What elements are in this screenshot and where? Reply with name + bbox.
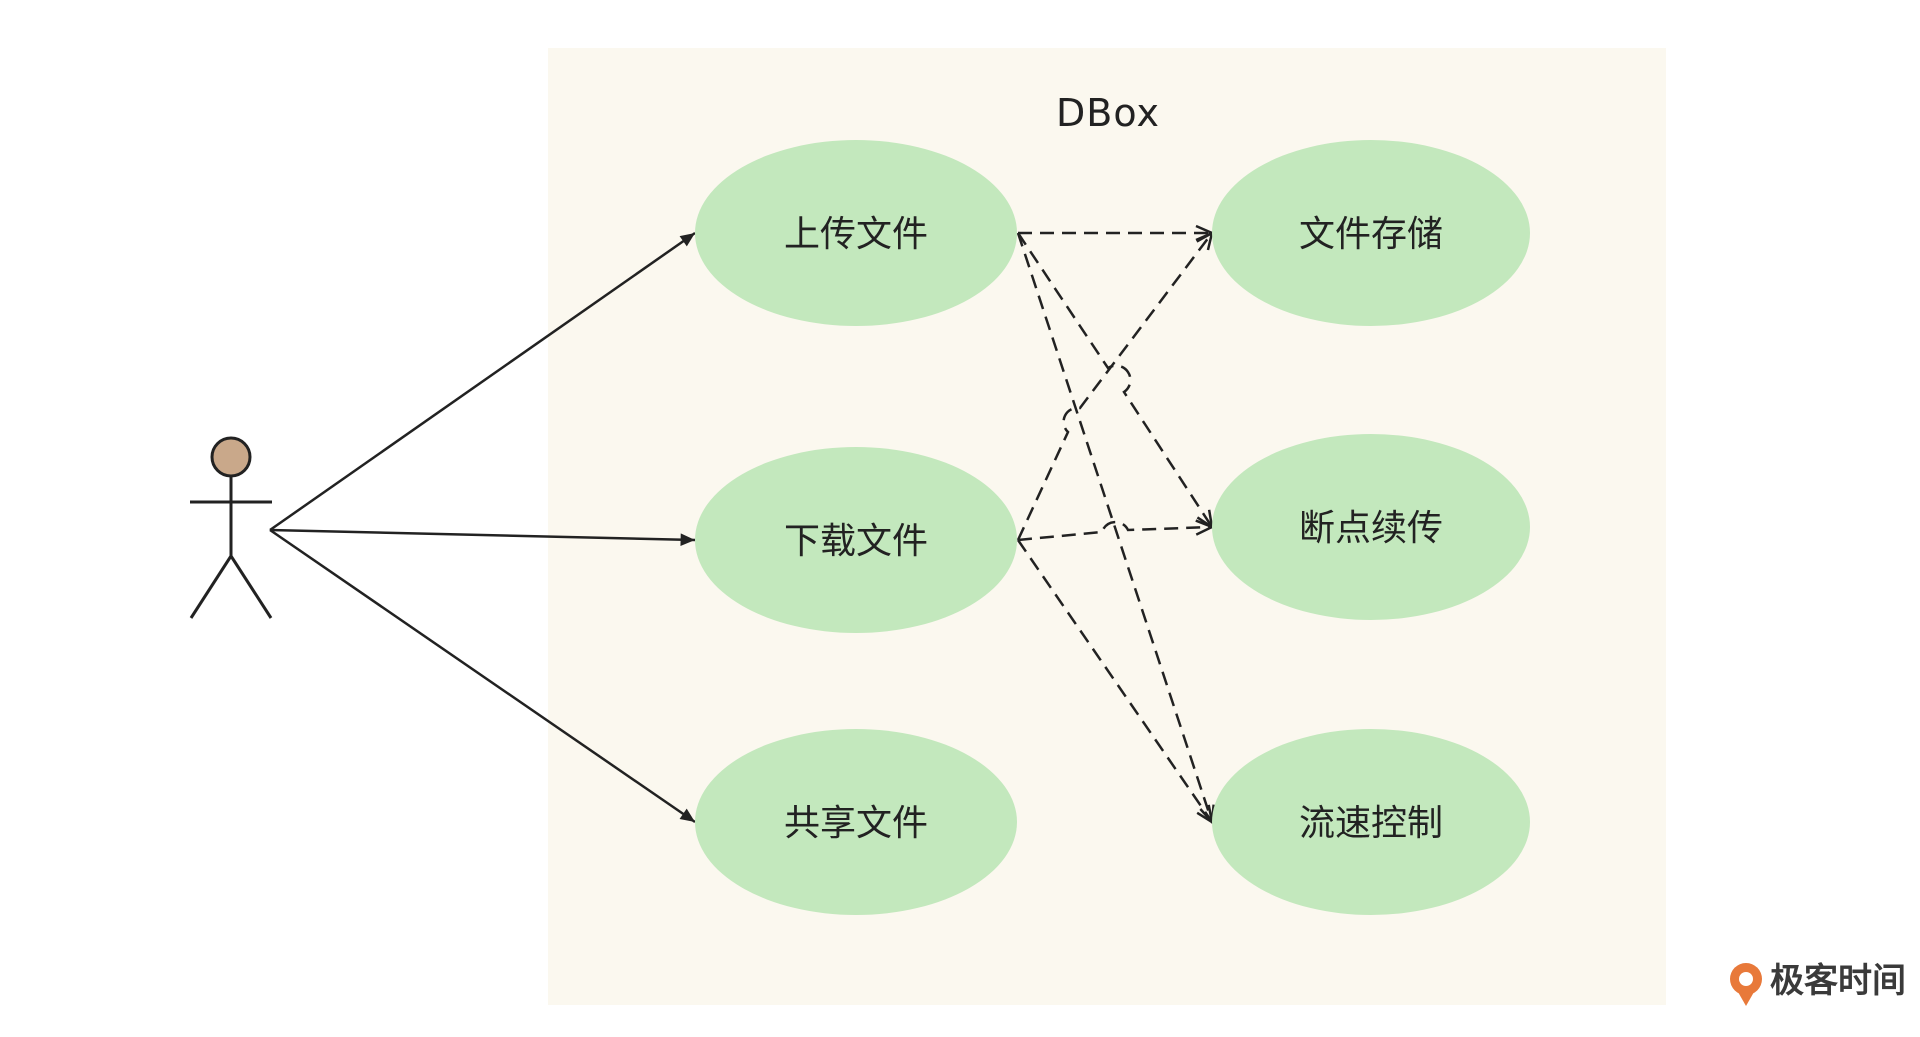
use-case-share: 共享文件: [695, 729, 1017, 915]
use-case-download: 下载文件: [695, 447, 1017, 633]
system-title: DBox: [1056, 91, 1160, 135]
use-case-resume-label: 断点续传: [1299, 508, 1443, 549]
actor-head: [210, 436, 252, 478]
use-case-throttle-label: 流速控制: [1299, 803, 1443, 844]
use-case-upload-label: 上传文件: [784, 214, 928, 255]
geektime-logo: 极客时间: [1730, 961, 1906, 1006]
use-case-resume: 断点续传: [1212, 434, 1530, 620]
include-download-storage: [1016, 233, 1212, 541]
use-case-share-label: 共享文件: [784, 803, 928, 844]
include-download-throttle: [1016, 539, 1212, 822]
association-upload: [269, 231, 696, 532]
use-case-throttle: 流速控制: [1212, 729, 1530, 915]
actor-user: [189, 436, 273, 619]
use-case-upload: 上传文件: [695, 140, 1017, 326]
actor-leg-left: [189, 555, 233, 619]
geektime-logo-text: 极客时间: [1770, 961, 1906, 1001]
use-case-download-label: 下载文件: [784, 521, 928, 562]
association-download: [269, 528, 696, 546]
include-upload-throttle: [1016, 232, 1212, 822]
association-share: [269, 528, 696, 824]
geektime-logo-icon: [1730, 963, 1762, 1006]
use-case-storage: 文件存储: [1212, 140, 1530, 326]
use-case-storage-label: 文件存储: [1299, 214, 1443, 255]
include-download-resume: [1017, 522, 1212, 542]
actor-leg-right: [229, 555, 273, 619]
